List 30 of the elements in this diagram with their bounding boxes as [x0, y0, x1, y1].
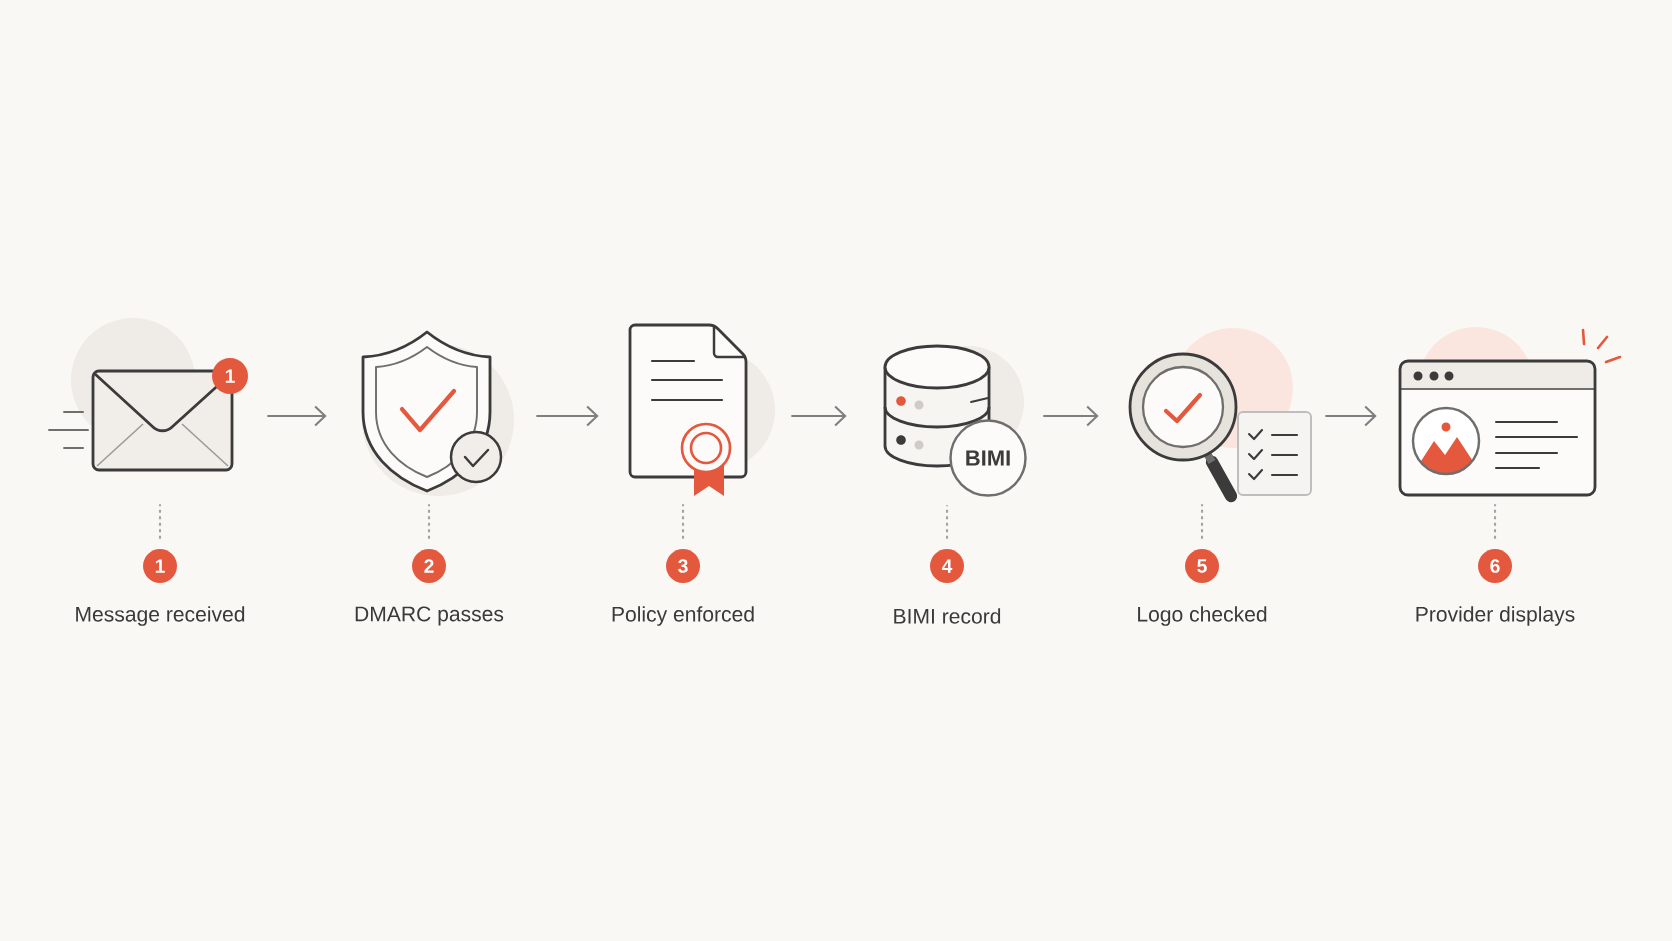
leader-line: [1493, 504, 1497, 539]
arrow: [1043, 405, 1099, 427]
step-number: 2: [412, 549, 446, 583]
step-label: BIMI record: [894, 608, 1001, 624]
leader-line: [945, 505, 949, 539]
step-label: Message received: [76, 606, 245, 626]
step-number: 1: [143, 549, 177, 583]
leader-line: [1200, 504, 1204, 539]
step-number: 6: [1478, 549, 1512, 583]
magnifier-icon: [1128, 352, 1312, 503]
arrow: [536, 405, 599, 427]
arrow: [791, 405, 847, 427]
step-label: Policy enforced: [612, 606, 754, 626]
shield-icon: [361, 330, 503, 493]
notification-badge: 1: [212, 358, 248, 394]
arrow: [1325, 405, 1377, 427]
step-label: DMARC passes: [355, 606, 504, 626]
step-label: Provider displays: [1416, 606, 1575, 626]
browser-window-icon: [1398, 328, 1622, 497]
step-label: Logo checked: [1138, 606, 1267, 626]
step-number: 3: [666, 549, 700, 583]
envelope-icon: [48, 369, 234, 472]
step-number: 4: [930, 549, 964, 583]
document-icon: [628, 323, 748, 496]
leader-line: [158, 504, 162, 539]
arrow: [267, 405, 327, 427]
leader-line: [427, 504, 431, 539]
step-number: 5: [1185, 549, 1219, 583]
leader-line: [681, 504, 685, 539]
bimi-badge: BIMI: [949, 419, 1027, 497]
